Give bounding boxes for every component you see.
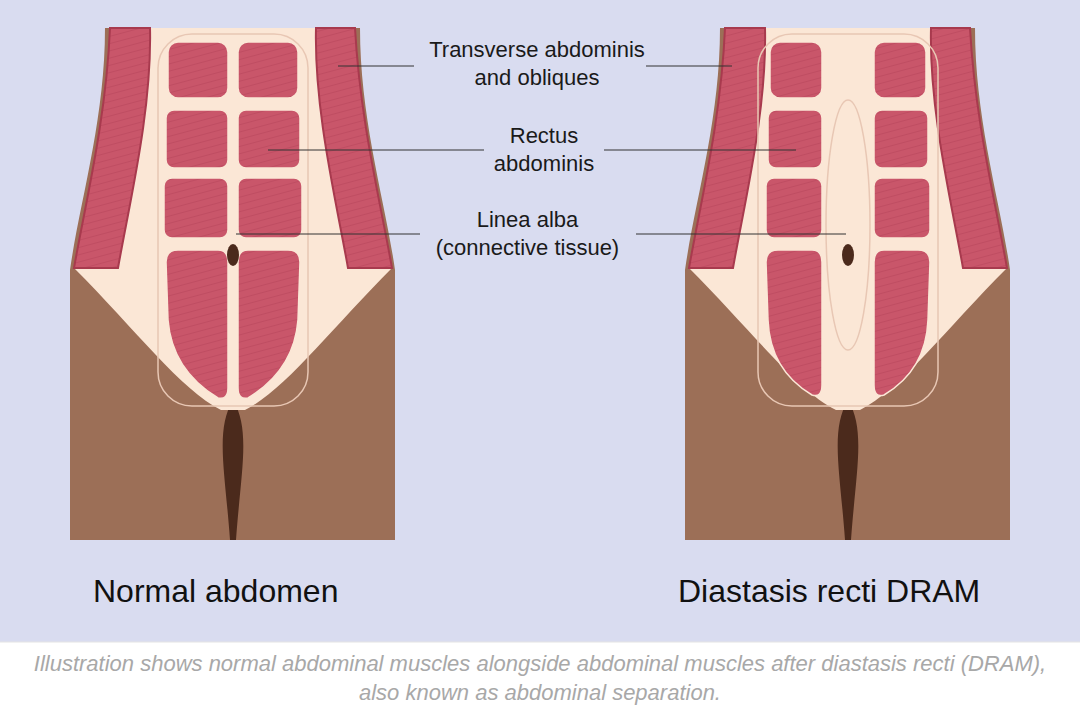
rectus-sheath: [158, 34, 308, 406]
rectus-segment: [164, 178, 228, 238]
leader-line: [338, 66, 414, 67]
figure-caption: Illustration shows normal abdominal musc…: [20, 650, 1060, 707]
torso-diastasis: [685, 28, 1010, 540]
navel: [842, 244, 854, 266]
rectus-segment: [238, 110, 300, 168]
leader-line: [236, 234, 420, 235]
torso-normal: [70, 28, 395, 540]
leader-line: [268, 150, 484, 151]
rectus-segment: [874, 110, 928, 168]
rectus-segment: [166, 250, 228, 398]
rectus-segment: [238, 178, 302, 238]
leader-line: [636, 234, 846, 235]
panel-title: Normal abdomen: [93, 572, 338, 610]
rectus-segment: [766, 250, 822, 396]
part-label: Linea alba (connective tissue): [420, 206, 635, 261]
caption-divider: [0, 642, 1080, 643]
navel: [227, 244, 239, 266]
rectus-segment: [874, 178, 930, 238]
rectus-segment: [238, 42, 298, 98]
rectus-segment: [874, 42, 926, 98]
part-label: Transverse abdominis and obliques: [422, 36, 652, 91]
leader-line: [604, 150, 796, 151]
rectus-segment: [766, 178, 822, 238]
rectus-segment: [768, 110, 822, 168]
background: [0, 0, 1080, 642]
rectus-segment: [874, 250, 930, 396]
part-label: Rectus abdominis: [479, 122, 609, 177]
rectus-sheath: [758, 34, 938, 406]
leader-line: [646, 66, 732, 67]
rectus-diastasis: [758, 34, 938, 406]
linea-alba: [826, 100, 870, 350]
rectus-segment: [770, 42, 822, 98]
rectus-normal: [158, 34, 308, 406]
rectus-segment: [238, 250, 300, 398]
rectus-segment: [168, 42, 228, 98]
panel-title: Diastasis recti DRAM: [678, 572, 980, 610]
rectus-segment: [166, 110, 228, 168]
